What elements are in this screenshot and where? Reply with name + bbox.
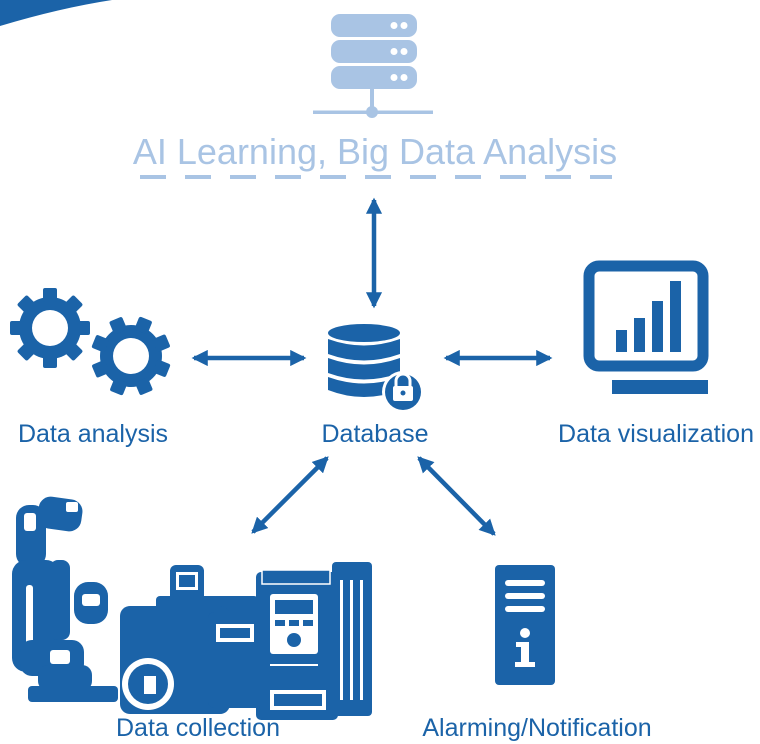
- monitor-bar-chart-icon: [583, 260, 709, 394]
- arrow-database-collection: [251, 456, 329, 534]
- arrow-database-alarming: [417, 456, 496, 536]
- info-server-icon: [495, 565, 555, 685]
- data-analysis-label: Data analysis: [17, 420, 169, 448]
- inverter-drive-icon: [256, 562, 372, 720]
- database-label: Database: [321, 420, 429, 448]
- servo-motor-icon: [120, 565, 262, 714]
- server-stack-icon: [313, 14, 433, 118]
- robot-arm-icon: [12, 496, 118, 702]
- data-visualization-label: Data visualization: [558, 420, 754, 448]
- corner-accent: [0, 0, 112, 26]
- alarming-notification-label: Alarming/Notification: [422, 714, 652, 742]
- data-collection-label: Data collection: [116, 714, 280, 742]
- robot-motor-drive-icon: [12, 496, 372, 720]
- cloud-title: AI Learning, Big Data Analysis: [132, 131, 618, 172]
- connector-arrows: [191, 197, 553, 536]
- gears-icon: [10, 288, 171, 396]
- database-lock-icon: [328, 324, 424, 413]
